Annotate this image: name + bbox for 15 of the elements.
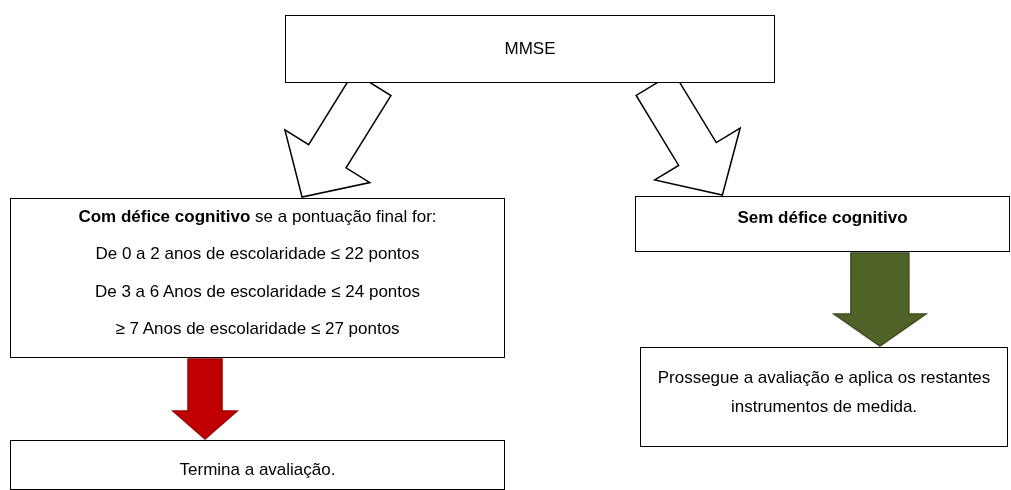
block-arrow [831, 252, 929, 347]
box-text: De 0 a 2 anos de escolaridade ≤ 22 pontos [95, 243, 420, 265]
process-box [640, 347, 1008, 447]
box-text: MMSE [504, 38, 556, 60]
block-arrow [171, 358, 240, 440]
box-text: De 3 a 6 Anos de escolaridade ≤ 24 pontos [95, 280, 420, 302]
box-text: Sem défice cognitivo [737, 207, 908, 229]
process-box [10, 198, 505, 358]
process-box [10, 440, 505, 490]
box-text: ≥ 7 Anos de escolaridade ≤ 27 pontos [115, 317, 400, 339]
process-box [635, 196, 1010, 252]
box-text: Termina a avaliação. [179, 459, 336, 481]
process-box [285, 15, 775, 83]
box-text: Com défice cognitivo se a pontuação final for: [78, 206, 437, 228]
box-text: Prossegue a avaliação e aplica os restantes instrumentos de medida. [656, 367, 992, 418]
